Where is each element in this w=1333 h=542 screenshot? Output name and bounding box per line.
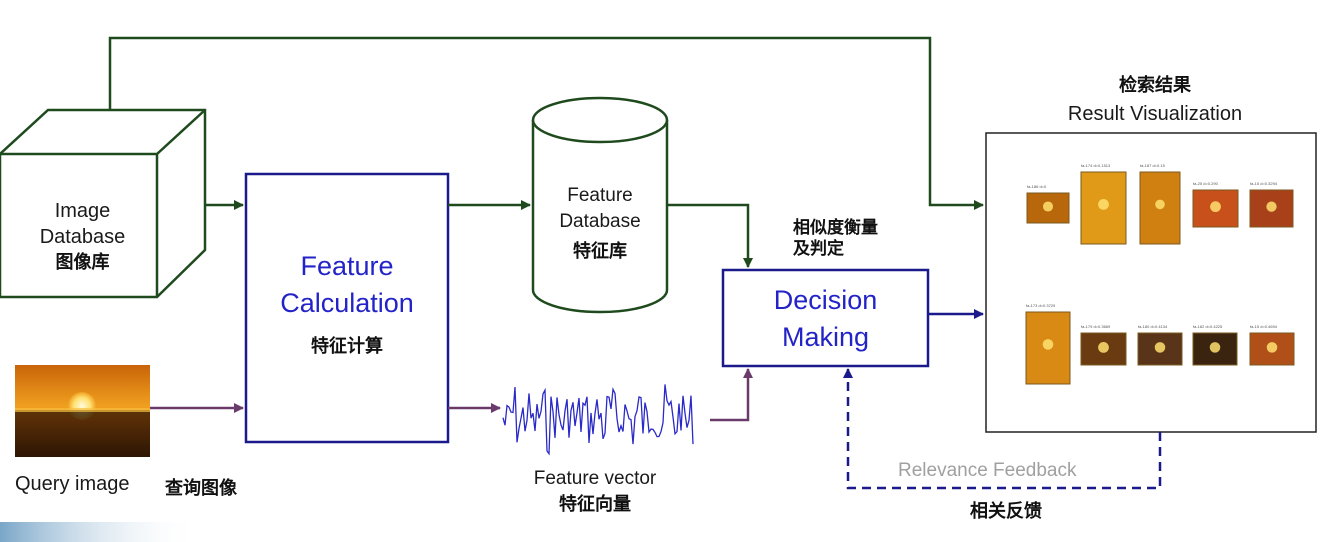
feature-calculation-box bbox=[244, 172, 450, 444]
feature-calculation-zh: 特征计算 bbox=[311, 336, 383, 357]
corner-decoration bbox=[0, 522, 200, 542]
feature-calculation-line1: Feature bbox=[300, 251, 394, 281]
feature-database-zh: 特征库 bbox=[573, 241, 627, 262]
result-title-en: Result Visualization bbox=[1067, 103, 1243, 125]
similarity-line1: 相似度衡量 bbox=[793, 218, 878, 238]
thumbnail-sun bbox=[1266, 342, 1278, 353]
image-database-cube bbox=[0, 108, 207, 299]
result-title-zh: 检索结果 bbox=[1119, 75, 1191, 96]
relevance-feedback-label: Relevance Feedback bbox=[898, 460, 1077, 481]
thumbnail-sun bbox=[1155, 199, 1165, 210]
feature-database-line1: Feature bbox=[567, 185, 633, 206]
relevance-feedback-zh: 相关反馈 bbox=[970, 501, 1042, 522]
image-database-line2: Database bbox=[39, 226, 126, 248]
feature-database-cylinder bbox=[531, 96, 669, 314]
similarity-line2: 及判定 bbox=[793, 239, 844, 259]
result-title: 检索结果 Result Visualization bbox=[1040, 72, 1270, 128]
relevance-feedback-loop bbox=[843, 368, 1162, 490]
feature-vector-zh: 特征向量 bbox=[559, 494, 631, 515]
arrow-featuredb-to-decision bbox=[667, 203, 753, 268]
feature-calculation-line2: Calculation bbox=[280, 288, 414, 318]
arrow-vector-to-decision bbox=[710, 368, 753, 422]
thumbnail-label: fa-182 d=0.4225 bbox=[1193, 324, 1223, 329]
feature-vector-en: Feature vector bbox=[533, 468, 657, 489]
thumbnail-sun bbox=[1266, 201, 1277, 212]
decision-making-box bbox=[721, 268, 930, 368]
thumbnail-label: fa-179 d=0.3669 bbox=[1081, 324, 1111, 329]
image-database-label: Image Database 图像库 bbox=[30, 198, 135, 276]
thumbnail-sun bbox=[1098, 199, 1109, 210]
thumbnail-label: fa-25 d=0.290 bbox=[1193, 181, 1218, 186]
thumbnail-sun bbox=[1042, 201, 1054, 212]
thumbnail-label: fa-15 d=0.3294 bbox=[1250, 181, 1278, 186]
image-database-line1: Image bbox=[54, 200, 111, 222]
query-image bbox=[15, 365, 150, 457]
decision-making-label: Decision Making bbox=[723, 282, 928, 356]
thumbnail-sun bbox=[1154, 342, 1166, 353]
thumbnail-sun bbox=[1042, 339, 1054, 350]
feature-database-line2: Database bbox=[559, 211, 641, 232]
thumbnail-label: fa-173 d=0.3729 bbox=[1026, 303, 1056, 308]
feature-vector-waveform bbox=[502, 384, 694, 456]
thumbnail-label: fa-15 d=0.4694 bbox=[1250, 324, 1278, 329]
decision-making-line2: Making bbox=[781, 322, 870, 352]
feature-calculation-label: Feature Calculation 特征计算 bbox=[246, 248, 448, 365]
thumbnail-label: fa-174 d=0.1513 bbox=[1081, 163, 1111, 168]
thumbnail-label: fa-186 d=0 bbox=[1027, 184, 1047, 189]
image-database-zh: 图像库 bbox=[55, 252, 110, 273]
feature-database-label: Feature Database 特征库 bbox=[540, 183, 660, 265]
decision-making-line1: Decision bbox=[773, 285, 878, 315]
thumbnail-label: fa-187 d=0.15 bbox=[1140, 163, 1165, 168]
thumbnail-label: fa-180 d=0.4134 bbox=[1138, 324, 1168, 329]
thumbnail-sun bbox=[1210, 201, 1221, 213]
thumbnail-sun bbox=[1209, 342, 1221, 353]
query-image-zh: 查询图像 bbox=[165, 478, 237, 499]
thumbnail-sun bbox=[1098, 342, 1109, 353]
feature-vector-label: Feature vector 特征向量 bbox=[510, 466, 680, 518]
result-thumbnails bbox=[1025, 171, 1295, 385]
arrow-db-to-results bbox=[108, 36, 984, 210]
query-image-label: Query image bbox=[15, 473, 130, 495]
similarity-label: 相似度衡量 及判定 bbox=[793, 218, 878, 260]
